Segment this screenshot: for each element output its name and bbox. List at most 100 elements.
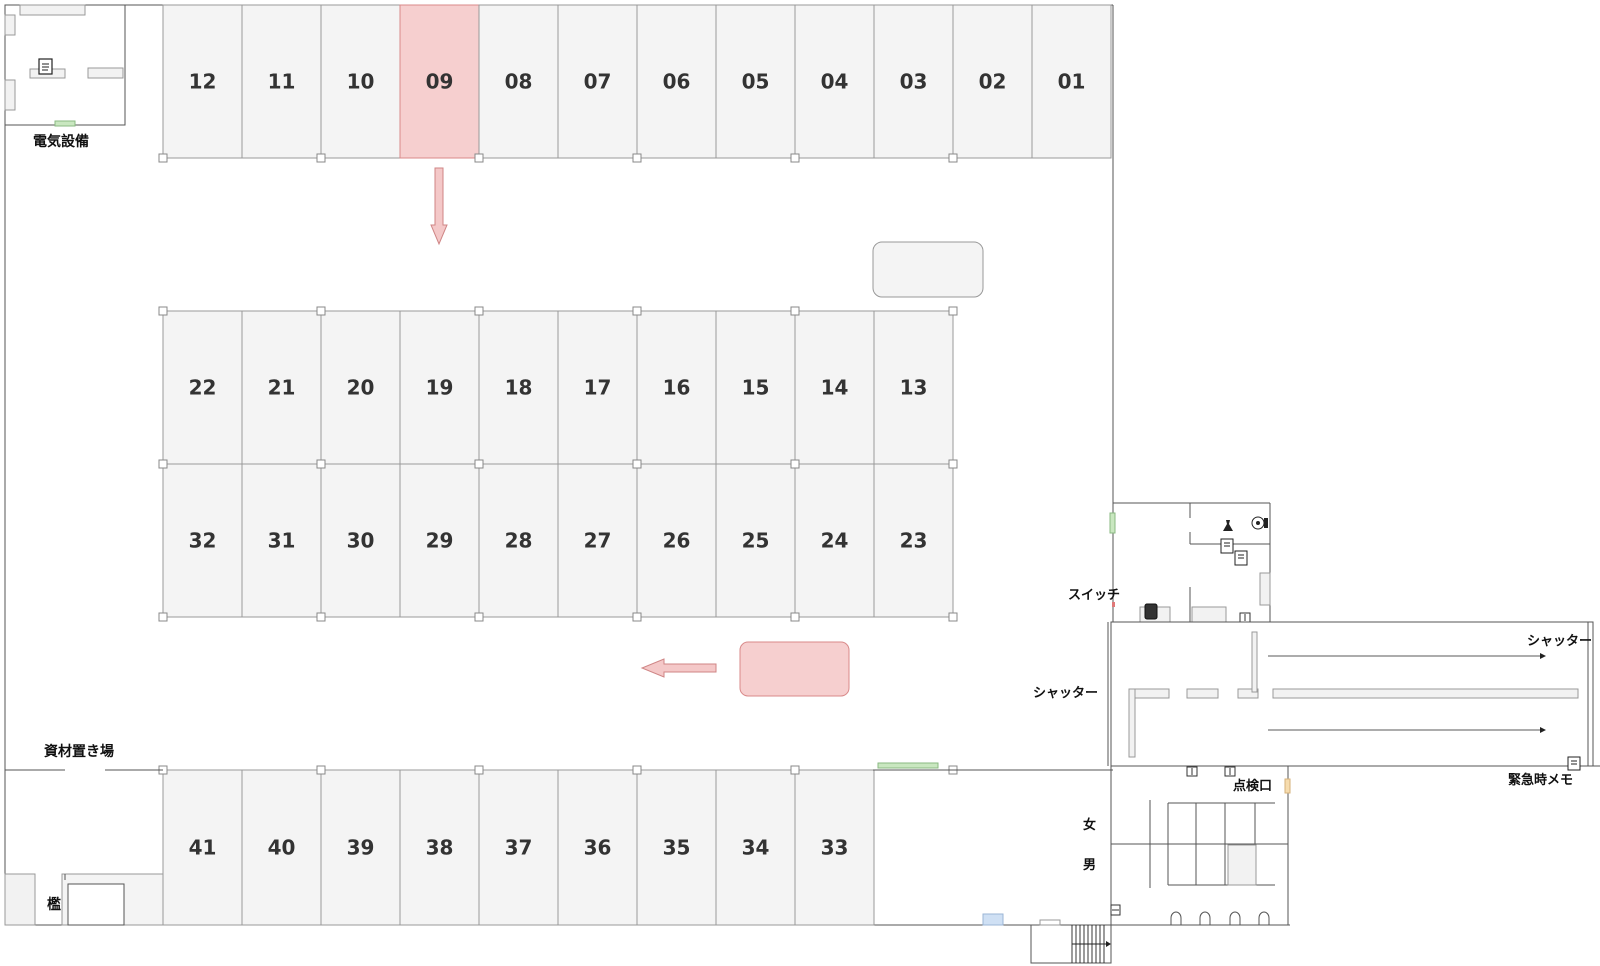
parking-bay-02[interactable]: 02 xyxy=(952,4,1033,159)
parking-bay-12[interactable]: 12 xyxy=(162,4,243,159)
parking-bay-31[interactable]: 31 xyxy=(241,463,322,618)
parking-bay-13[interactable]: 13 xyxy=(873,310,954,465)
parking-bay-26[interactable]: 26 xyxy=(636,463,717,618)
bay-number: 32 xyxy=(189,529,217,553)
direction-arrow-down xyxy=(430,167,448,246)
pillar xyxy=(158,306,168,316)
parking-bay-36[interactable]: 36 xyxy=(557,769,638,926)
pillars xyxy=(158,153,958,775)
bay-number: 41 xyxy=(189,836,217,860)
parking-bay-05[interactable]: 05 xyxy=(715,4,796,159)
bay-number: 03 xyxy=(900,70,928,94)
switch-marker[interactable] xyxy=(1112,602,1115,607)
parking-bay-08[interactable]: 08 xyxy=(478,4,559,159)
parking-bay-09[interactable]: 09 xyxy=(399,4,480,159)
parking-bay-15[interactable]: 15 xyxy=(715,310,796,465)
parking-bay-01[interactable]: 01 xyxy=(1031,4,1112,159)
parking-bay-30[interactable]: 30 xyxy=(320,463,401,618)
door-green-office[interactable] xyxy=(1109,512,1116,534)
parking-bay-11[interactable]: 11 xyxy=(241,4,322,159)
trash-bag-icon[interactable] xyxy=(1223,520,1233,531)
bay-number: 04 xyxy=(821,70,849,94)
door-electrical[interactable] xyxy=(54,120,76,127)
hatch-icon[interactable] xyxy=(1224,766,1236,777)
parking-bay-37[interactable]: 37 xyxy=(478,769,559,926)
parking-bay-23[interactable]: 23 xyxy=(873,463,954,618)
parking-bay-25[interactable]: 25 xyxy=(715,463,796,618)
parking-bay-04[interactable]: 04 xyxy=(794,4,875,159)
parking-bay-07[interactable]: 07 xyxy=(557,4,638,159)
pillar xyxy=(474,306,484,316)
parking-bay-24[interactable]: 24 xyxy=(794,463,875,618)
pillar xyxy=(158,612,168,622)
memo-icon[interactable] xyxy=(38,58,53,75)
bay-number: 28 xyxy=(505,529,533,553)
parking-bay-39[interactable]: 39 xyxy=(320,769,401,926)
parking-bay-27[interactable]: 27 xyxy=(557,463,638,618)
bay-number: 35 xyxy=(663,836,691,860)
bay-number: 18 xyxy=(505,376,533,400)
bay-number: 40 xyxy=(268,836,296,860)
moving-car-red[interactable] xyxy=(739,641,850,697)
pillar xyxy=(316,306,326,316)
bay-number: 33 xyxy=(821,836,849,860)
parking-bay-20[interactable]: 20 xyxy=(320,310,401,465)
parking-bay-29[interactable]: 29 xyxy=(399,463,480,618)
pillar xyxy=(474,153,484,163)
pillar xyxy=(474,765,484,775)
bay-number: 31 xyxy=(268,529,296,553)
parking-bay-22[interactable]: 22 xyxy=(162,310,243,465)
bay-number: 36 xyxy=(584,836,612,860)
parking-bay-28[interactable]: 28 xyxy=(478,463,559,618)
label-women: 女 xyxy=(1083,817,1096,833)
door-blue-bottom[interactable] xyxy=(982,913,1004,926)
parking-bay-18[interactable]: 18 xyxy=(478,310,559,465)
parking-bay-21[interactable]: 21 xyxy=(241,310,322,465)
machine-icon[interactable] xyxy=(1144,603,1158,620)
parking-bay-41[interactable]: 41 xyxy=(162,769,243,926)
bay-number: 19 xyxy=(426,376,454,400)
label-materials: 資材置き場 xyxy=(44,743,114,760)
memo-icon[interactable] xyxy=(1220,538,1234,554)
parking-bay-17[interactable]: 17 xyxy=(557,310,638,465)
pillar xyxy=(632,459,642,469)
toilet-icon[interactable] xyxy=(1251,516,1268,530)
parking-bay-38[interactable]: 38 xyxy=(399,769,480,926)
bay-number: 15 xyxy=(742,376,770,400)
pillar xyxy=(632,153,642,163)
hatch-icon[interactable] xyxy=(1186,766,1198,777)
memo-icon[interactable] xyxy=(1567,756,1581,771)
parking-bay-33[interactable]: 33 xyxy=(794,769,875,926)
parking-bay-19[interactable]: 19 xyxy=(399,310,480,465)
pillar xyxy=(948,153,958,163)
parking-bay-06[interactable]: 06 xyxy=(636,4,717,159)
pillar xyxy=(158,459,168,469)
door-inspection[interactable] xyxy=(1284,778,1291,794)
parking-bay-10[interactable]: 10 xyxy=(320,4,401,159)
door-green-bottom[interactable] xyxy=(877,762,939,769)
bay-number: 02 xyxy=(979,70,1007,94)
parking-bay-35[interactable]: 35 xyxy=(636,769,717,926)
direction-arrow-left xyxy=(640,658,717,678)
hatch-icon[interactable] xyxy=(1110,904,1121,916)
bay-number: 13 xyxy=(900,376,928,400)
bay-number: 39 xyxy=(347,836,375,860)
pillar xyxy=(790,765,800,775)
pillar xyxy=(790,612,800,622)
parking-bay-34[interactable]: 34 xyxy=(715,769,796,926)
parking-bay-40[interactable]: 40 xyxy=(241,769,322,926)
parking-bay-16[interactable]: 16 xyxy=(636,310,717,465)
hatch-icon[interactable] xyxy=(1239,612,1251,623)
pillar xyxy=(474,459,484,469)
bay-number: 14 xyxy=(821,376,849,400)
parked-car-gray[interactable] xyxy=(872,241,984,298)
parking-bay-14[interactable]: 14 xyxy=(794,310,875,465)
stairs[interactable] xyxy=(1030,919,1112,964)
parking-bay-32[interactable]: 32 xyxy=(162,463,243,618)
pillar xyxy=(158,153,168,163)
memo-icon[interactable] xyxy=(1234,550,1248,566)
pillar xyxy=(316,765,326,775)
parking-bay-03[interactable]: 03 xyxy=(873,4,954,159)
